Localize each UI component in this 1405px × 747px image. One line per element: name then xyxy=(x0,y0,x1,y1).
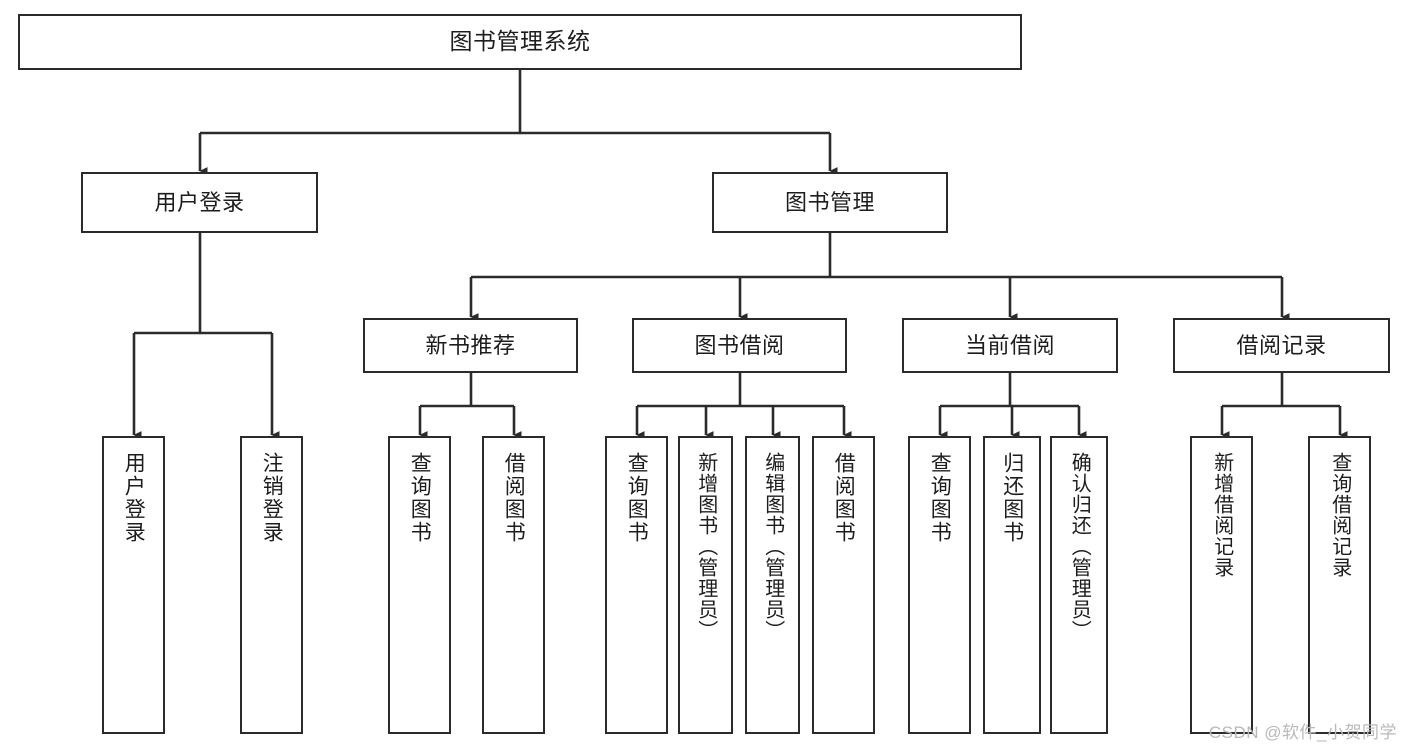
node-label: 查询图书 xyxy=(928,452,952,544)
node-root[interactable]: 图书管理系统 xyxy=(18,14,1022,70)
node-leaf-add-record[interactable]: 新增借阅记录 xyxy=(1190,436,1253,734)
node-label: 借阅图书 xyxy=(502,452,526,544)
node-book-manage[interactable]: 图书管理 xyxy=(712,172,948,233)
node-label: 借阅记录 xyxy=(1236,332,1327,358)
node-label: 当前借阅 xyxy=(964,332,1055,358)
node-leaf-borrow-book-2[interactable]: 借阅图书 xyxy=(812,436,875,734)
node-label: 查询图书 xyxy=(408,452,432,544)
node-label: 查询图书 xyxy=(625,452,649,544)
node-leaf-query-record[interactable]: 查询借阅记录 xyxy=(1308,436,1371,734)
node-leaf-user-login[interactable]: 用户登录 xyxy=(102,436,165,734)
node-leaf-edit-book[interactable]: 编辑图书（管理员） xyxy=(745,436,800,734)
node-label: 新增图书（管理员） xyxy=(694,452,717,641)
csdn-watermark: CSDN @软件_小贺同学 xyxy=(1208,723,1397,742)
node-leaf-borrow-book-1[interactable]: 借阅图书 xyxy=(482,436,545,734)
node-borrow-record[interactable]: 借阅记录 xyxy=(1173,318,1390,373)
node-label: 用户登录 xyxy=(122,452,146,544)
node-label: 注销登录 xyxy=(260,452,284,544)
node-leaf-query-book-3[interactable]: 查询图书 xyxy=(908,436,971,734)
node-label: 新增借阅记录 xyxy=(1210,452,1233,578)
node-label: 图书管理 xyxy=(784,189,875,215)
node-current-borrow[interactable]: 当前借阅 xyxy=(902,318,1118,373)
node-book-borrow[interactable]: 图书借阅 xyxy=(632,318,847,373)
node-leaf-query-book-1[interactable]: 查询图书 xyxy=(388,436,451,734)
node-label: 图书借阅 xyxy=(694,332,785,358)
node-label: 查询借阅记录 xyxy=(1328,452,1351,578)
node-label: 图书管理系统 xyxy=(449,28,591,55)
node-label: 确认归还（管理员） xyxy=(1068,452,1091,641)
node-leaf-confirm-return[interactable]: 确认归还（管理员） xyxy=(1050,436,1108,734)
node-leaf-user-logout[interactable]: 注销登录 xyxy=(240,436,303,734)
node-label: 新书推荐 xyxy=(425,332,516,358)
node-leaf-add-book[interactable]: 新增图书（管理员） xyxy=(678,436,733,734)
node-label: 借阅图书 xyxy=(832,452,856,544)
node-leaf-return-book[interactable]: 归还图书 xyxy=(983,436,1041,734)
node-label: 编辑图书（管理员） xyxy=(761,452,784,641)
node-user-login[interactable]: 用户登录 xyxy=(81,172,318,233)
node-label: 用户登录 xyxy=(154,189,245,215)
node-new-book-rec[interactable]: 新书推荐 xyxy=(363,318,578,373)
node-label: 归还图书 xyxy=(1000,452,1024,544)
node-leaf-query-book-2[interactable]: 查询图书 xyxy=(605,436,668,734)
